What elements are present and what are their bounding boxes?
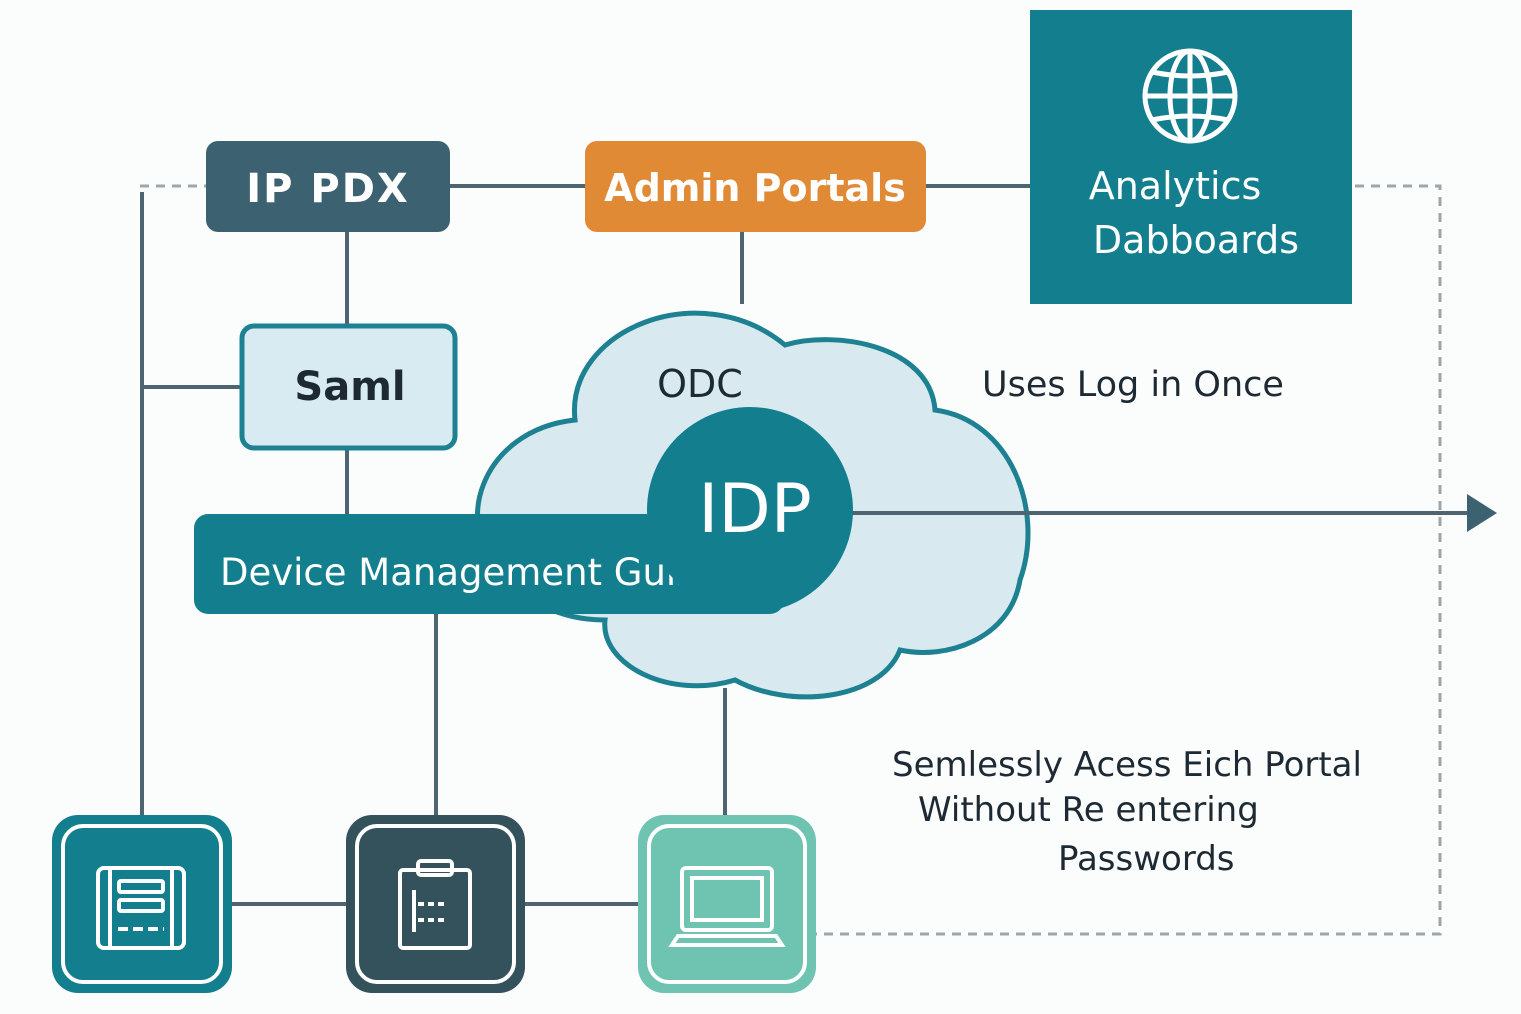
ip-pdx-node[interactable]: IP PDX [206,141,450,232]
idp-node[interactable]: IDP [647,407,853,613]
seamless-text-line2: Without Re entering [918,790,1259,830]
odc-label: ODC [657,362,743,406]
saml-node[interactable]: Saml [239,323,458,451]
dashed-loop [140,184,1442,936]
admin-portals-label: Admin Portals [604,166,906,210]
ip-pdx-label: IP PDX [246,166,409,212]
analytics-label-line2: Dabboards [1093,218,1299,262]
server-rack-icon [96,866,186,950]
analytics-label-line1: Analytics [1089,164,1262,208]
clipboard-icon [398,859,472,950]
seamless-text-line3: Passwords [1058,839,1235,879]
analytics-dashboards-node[interactable]: Analytics Dabboards [1030,10,1352,304]
idp-arrow [850,494,1497,532]
connector-lines [140,184,1030,906]
admin-portals-node[interactable]: Admin Portals [585,141,926,232]
clipboard-device-tile[interactable] [346,815,525,993]
globe-icon [1142,48,1238,144]
device-management-label: Device Management Guis [220,551,695,594]
laptop-device-tile[interactable] [638,815,816,993]
log-in-once-text: Uses Log in Once [982,365,1284,405]
idp-label: IDP [698,470,811,549]
laptop-icon [668,866,786,947]
device-management-node[interactable]: Device Management Guis [194,514,784,614]
saml-label: Saml [294,364,405,410]
server-device-tile[interactable] [52,815,232,993]
seamless-text-line1: Semlessly Acess Eich Portal [892,745,1362,785]
